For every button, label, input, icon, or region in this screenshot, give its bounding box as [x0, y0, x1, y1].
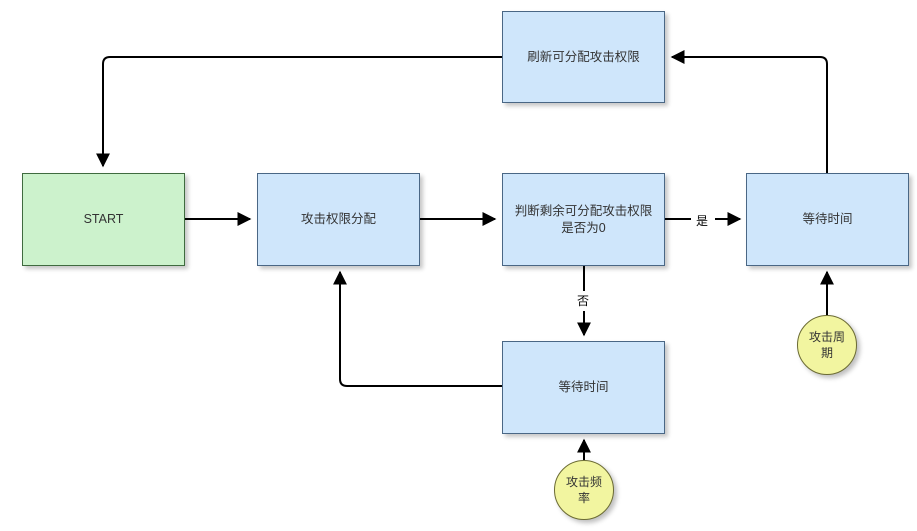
edge-waitbottom-to-allocate — [333, 270, 502, 387]
edge-label-no: 否 — [577, 294, 590, 308]
node-allocate-permissions-label: 攻击权限分配 — [300, 212, 376, 227]
node-allocate-permissions[interactable]: 攻击权限分配 — [257, 173, 420, 266]
node-decision-remaining-zero-label: 判断剩余可分配攻击权限是否为0 — [514, 203, 653, 235]
edge-waitright-to-refresh — [670, 50, 828, 173]
node-wait-time-right-label: 等待时间 — [802, 212, 853, 227]
node-refresh-permissions-label: 刷新可分配攻击权限 — [527, 49, 640, 64]
node-wait-time-right[interactable]: 等待时间 — [746, 173, 909, 266]
node-wait-time-bottom[interactable]: 等待时间 — [502, 341, 665, 434]
node-attack-cycle[interactable]: 攻击周期 — [797, 315, 857, 375]
node-wait-time-bottom-label: 等待时间 — [558, 380, 609, 395]
node-attack-cycle-label: 攻击周期 — [808, 329, 845, 360]
node-attack-frequency-label: 攻击频率 — [565, 474, 602, 505]
node-start[interactable]: START — [22, 173, 185, 266]
edge-label-yes: 是 — [696, 214, 709, 228]
edge-refresh-to-start — [96, 56, 502, 168]
node-refresh-permissions[interactable]: 刷新可分配攻击权限 — [502, 11, 665, 103]
node-attack-frequency[interactable]: 攻击频率 — [554, 460, 614, 520]
node-decision-remaining-zero[interactable]: 判断剩余可分配攻击权限是否为0 — [502, 173, 665, 266]
node-start-label: START — [83, 212, 124, 227]
